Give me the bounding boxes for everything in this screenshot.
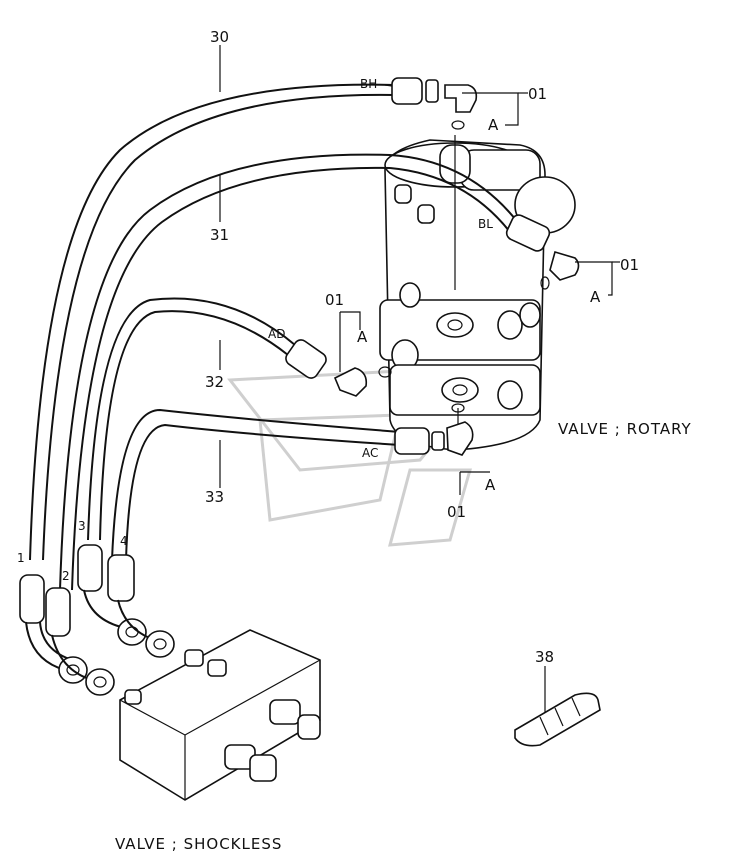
callout-33: 33 [205,488,224,506]
callout-01-bottom: 01 [447,503,466,521]
callout-38: 38 [535,648,554,666]
callout-labels: 30 31 32 33 38 01 01 01 01 A A A A [205,28,639,666]
leader-lines [219,45,620,495]
callout-01-top: 01 [528,85,547,103]
port-label-bh: BH [360,77,377,91]
callout-31: 31 [210,226,229,244]
shockless-valve [119,629,321,801]
title-valve-shockless: VALVE ; SHOCKLESS [115,835,282,853]
hose-end-labels: 1 2 3 4 [17,519,128,583]
port-label-bl: BL [478,217,493,231]
callout-a-mid: A [357,328,368,346]
port-labels: BH BL AD AC [268,77,493,460]
port-label-ac: AC [362,446,378,460]
hose-30 [29,83,396,561]
callout-a-right: A [590,288,601,306]
hose-32 [87,297,296,541]
hose-end-label-2: 2 [62,569,70,583]
port-fittings [285,77,580,456]
hose-end-label-3: 3 [78,519,86,533]
callout-a-top: A [488,116,499,134]
hose-31 [59,153,521,591]
hose-end-label-4: 4 [120,534,128,548]
title-valve-rotary: VALVE ; ROTARY [558,420,692,438]
rotary-valve [379,135,576,451]
callout-a-bottom: A [485,476,496,494]
callout-01-right: 01 [620,256,639,274]
hose-end-label-1: 1 [17,551,25,565]
hose-33 [111,408,401,561]
callout-30: 30 [210,28,229,46]
callout-01-mid: 01 [325,291,344,309]
callout-32: 32 [205,373,224,391]
fitting-38 [514,666,601,747]
port-label-ad: AD [268,327,285,341]
hose-end-fittings [19,544,175,696]
